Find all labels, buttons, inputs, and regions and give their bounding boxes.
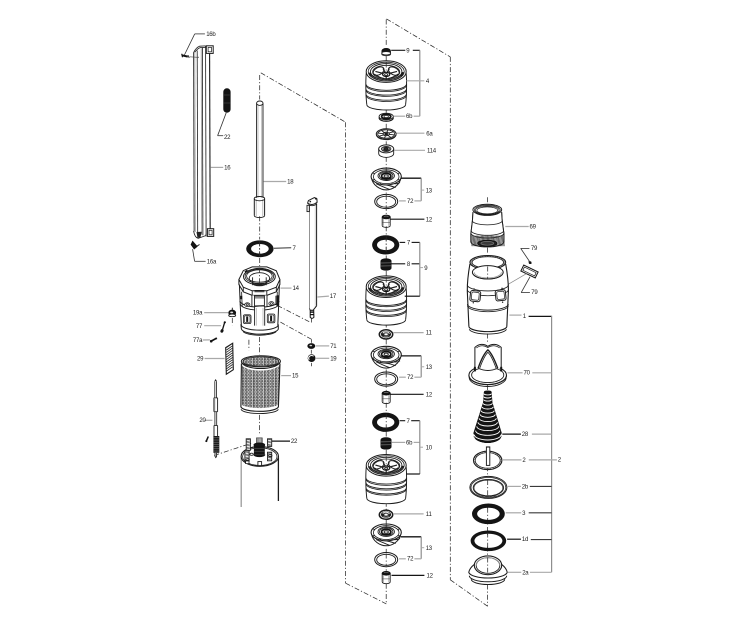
svg-text:71: 71: [330, 344, 337, 350]
svg-text:13: 13: [426, 188, 433, 194]
svg-text:18: 18: [287, 180, 294, 186]
svg-text:79: 79: [531, 290, 538, 296]
svg-text:22: 22: [224, 135, 231, 141]
svg-text:13: 13: [426, 365, 433, 371]
svg-text:79: 79: [531, 246, 538, 252]
svg-text:72: 72: [407, 557, 414, 563]
svg-text:72: 72: [407, 375, 414, 381]
svg-text:70: 70: [524, 371, 531, 377]
svg-text:22: 22: [291, 439, 298, 445]
svg-text:19a: 19a: [193, 311, 203, 317]
svg-text:11: 11: [426, 512, 433, 518]
svg-text:29: 29: [197, 356, 204, 362]
svg-text:77: 77: [196, 324, 203, 330]
svg-text:12: 12: [427, 574, 434, 580]
svg-text:10: 10: [426, 445, 433, 451]
svg-text:2b: 2b: [522, 485, 529, 491]
svg-text:114: 114: [427, 149, 437, 155]
svg-text:20: 20: [199, 418, 206, 424]
svg-text:6b: 6b: [406, 114, 413, 120]
svg-text:19: 19: [330, 356, 337, 362]
svg-text:2a: 2a: [522, 570, 529, 576]
svg-text:14: 14: [293, 286, 300, 292]
svg-text:28: 28: [522, 432, 529, 438]
svg-text:11: 11: [426, 331, 433, 337]
svg-text:6b: 6b: [406, 441, 413, 447]
svg-text:16: 16: [224, 165, 231, 171]
svg-text:77a: 77a: [193, 338, 203, 344]
svg-text:6a: 6a: [426, 132, 433, 138]
svg-text:16a: 16a: [207, 259, 217, 265]
svg-text:72: 72: [407, 199, 414, 205]
svg-text:12: 12: [426, 392, 433, 398]
svg-text:12: 12: [426, 218, 433, 224]
svg-text:16b: 16b: [206, 32, 216, 38]
svg-text:15: 15: [292, 374, 299, 380]
svg-text:69: 69: [530, 225, 537, 231]
svg-text:17: 17: [330, 294, 337, 300]
svg-text:1d: 1d: [522, 537, 528, 543]
svg-text:13: 13: [426, 546, 433, 552]
